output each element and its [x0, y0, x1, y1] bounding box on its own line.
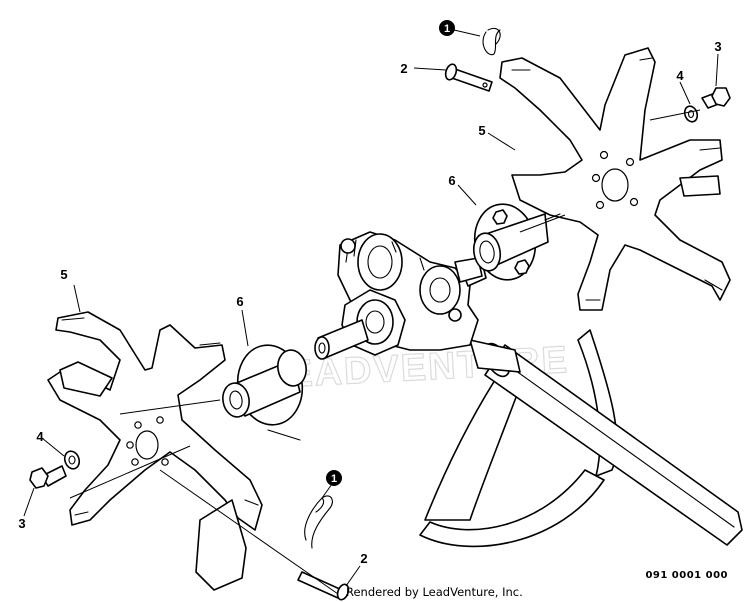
washer-top [683, 105, 699, 123]
callout-3-bottom: 3 [18, 516, 25, 531]
tine-assembly-top [499, 47, 731, 311]
drawing-number: 091 0001 000 [645, 570, 728, 581]
callout-2-bottom: 2 [360, 551, 367, 566]
clevis-pin-top [444, 63, 493, 92]
callout-5-top: 5 [478, 123, 485, 138]
callout-4-bottom: 4 [36, 429, 44, 444]
render-credit: Rendered by LeadVenture, Inc. [346, 585, 523, 599]
callout-1-bottom: 1 [326, 470, 342, 486]
hairpin-clip-bottom [304, 495, 333, 549]
callout-leaders [23, 29, 719, 587]
svg-text:1: 1 [331, 473, 337, 485]
callout-4-top: 4 [676, 68, 684, 83]
right-output-shaft [454, 257, 483, 283]
callout-6-top: 6 [448, 173, 455, 188]
hub-bottom [222, 344, 307, 441]
svg-text:1: 1 [444, 23, 450, 35]
callout-6-bottom: 6 [236, 294, 243, 309]
tine-bottom [47, 311, 263, 531]
callout-5-bottom: 5 [60, 267, 67, 282]
callout-1-top: 1 [439, 20, 455, 36]
callout-2-top: 2 [400, 61, 407, 76]
bolt-top [701, 87, 731, 109]
bolt-bottom [29, 465, 67, 489]
left-output-shaft [314, 319, 369, 360]
callout-3-top: 3 [714, 39, 721, 54]
hairpin-clip-top [482, 27, 501, 56]
tine-shaft [469, 339, 743, 546]
washer-bottom [63, 450, 81, 470]
assembly-guide-lines [69, 109, 701, 595]
clevis-pin-bottom [297, 571, 350, 601]
tine-assembly-bottom [47, 311, 263, 591]
